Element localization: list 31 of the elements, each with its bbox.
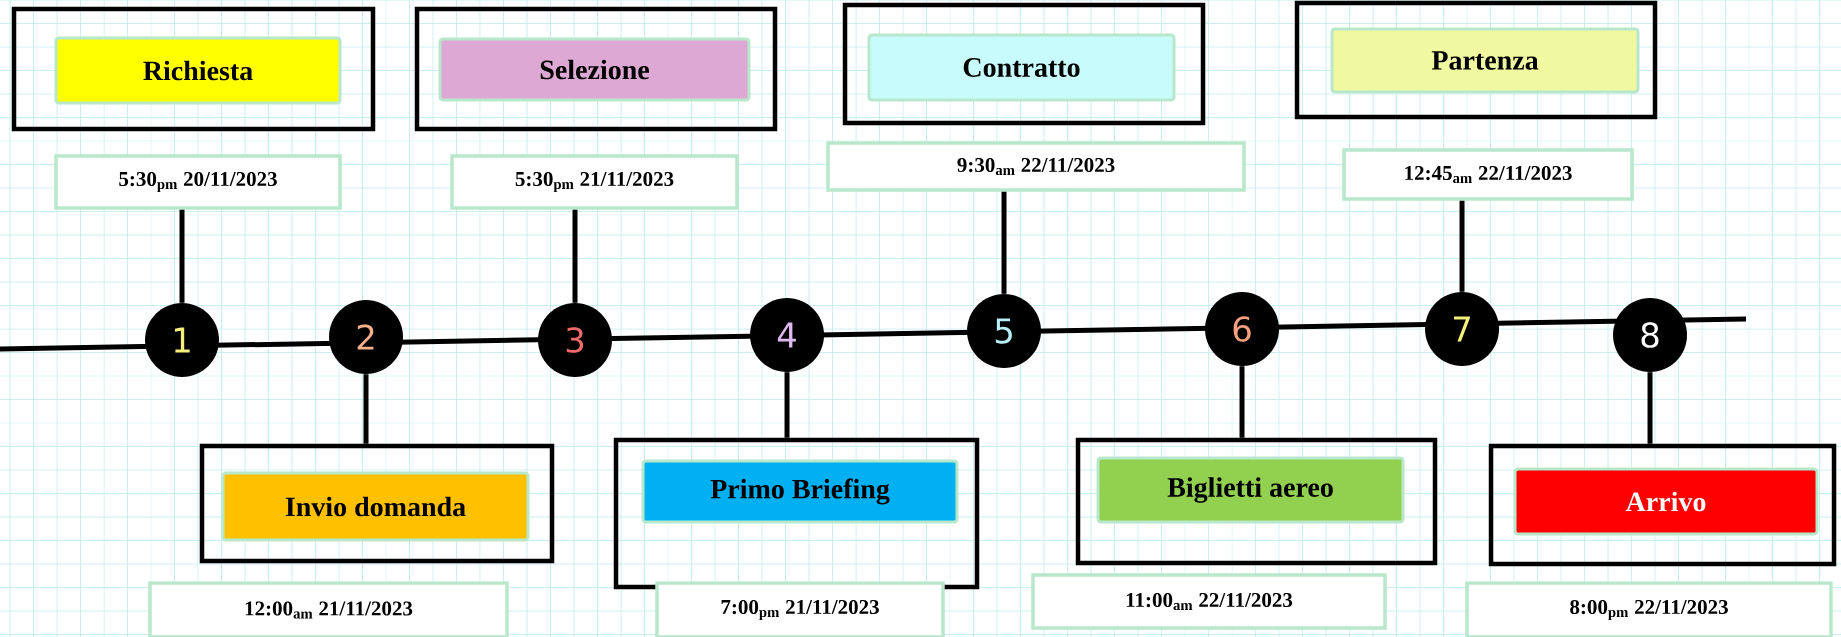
connector-line bbox=[1459, 200, 1465, 292]
title-box: Partenza bbox=[1330, 27, 1640, 94]
frame-box bbox=[414, 6, 778, 132]
date-box: 12:00$_{am}$ 21/11/2023 bbox=[148, 581, 509, 637]
date-box: 11:00$_{am}$ 22/11/2023 bbox=[1031, 573, 1387, 630]
date-box: 9:30$_{am}$ 22/11/2023 bbox=[826, 141, 1246, 192]
connector-line bbox=[784, 372, 790, 438]
title-box: Invio domanda bbox=[221, 471, 530, 542]
title-box: Contratto bbox=[867, 33, 1176, 102]
title-box: Selezione bbox=[438, 37, 751, 102]
connector-line bbox=[363, 374, 369, 444]
date-box: 5:30$_{pm}$ 21/11/2023 bbox=[450, 154, 739, 210]
date-box: 5:30$_{pm}$ 20/11/2023 bbox=[54, 154, 342, 210]
connector-line bbox=[1001, 191, 1007, 294]
frame-box bbox=[842, 2, 1206, 126]
connector-line bbox=[572, 209, 578, 303]
connector-line bbox=[1239, 366, 1245, 438]
frame-box bbox=[1488, 443, 1837, 567]
frame-box bbox=[1294, 0, 1658, 120]
title-box: Biglietti aereo bbox=[1096, 456, 1405, 524]
title-box: Arrivo bbox=[1513, 467, 1819, 536]
connector-line bbox=[179, 209, 185, 303]
frame-box bbox=[11, 6, 376, 132]
date-box: 8:00$_{pm}$ 22/11/2023 bbox=[1465, 581, 1833, 637]
connector-line bbox=[1647, 372, 1653, 444]
frame-box bbox=[199, 443, 555, 564]
date-box: 12:45$_{am}$ 22/11/2023 bbox=[1342, 148, 1634, 201]
date-box: 7:00$_{pm}$ 21/11/2023 bbox=[655, 581, 945, 637]
title-box: Primo Briefing bbox=[641, 459, 959, 524]
frame-box bbox=[1075, 437, 1438, 566]
title-box: Richiesta bbox=[54, 36, 342, 105]
